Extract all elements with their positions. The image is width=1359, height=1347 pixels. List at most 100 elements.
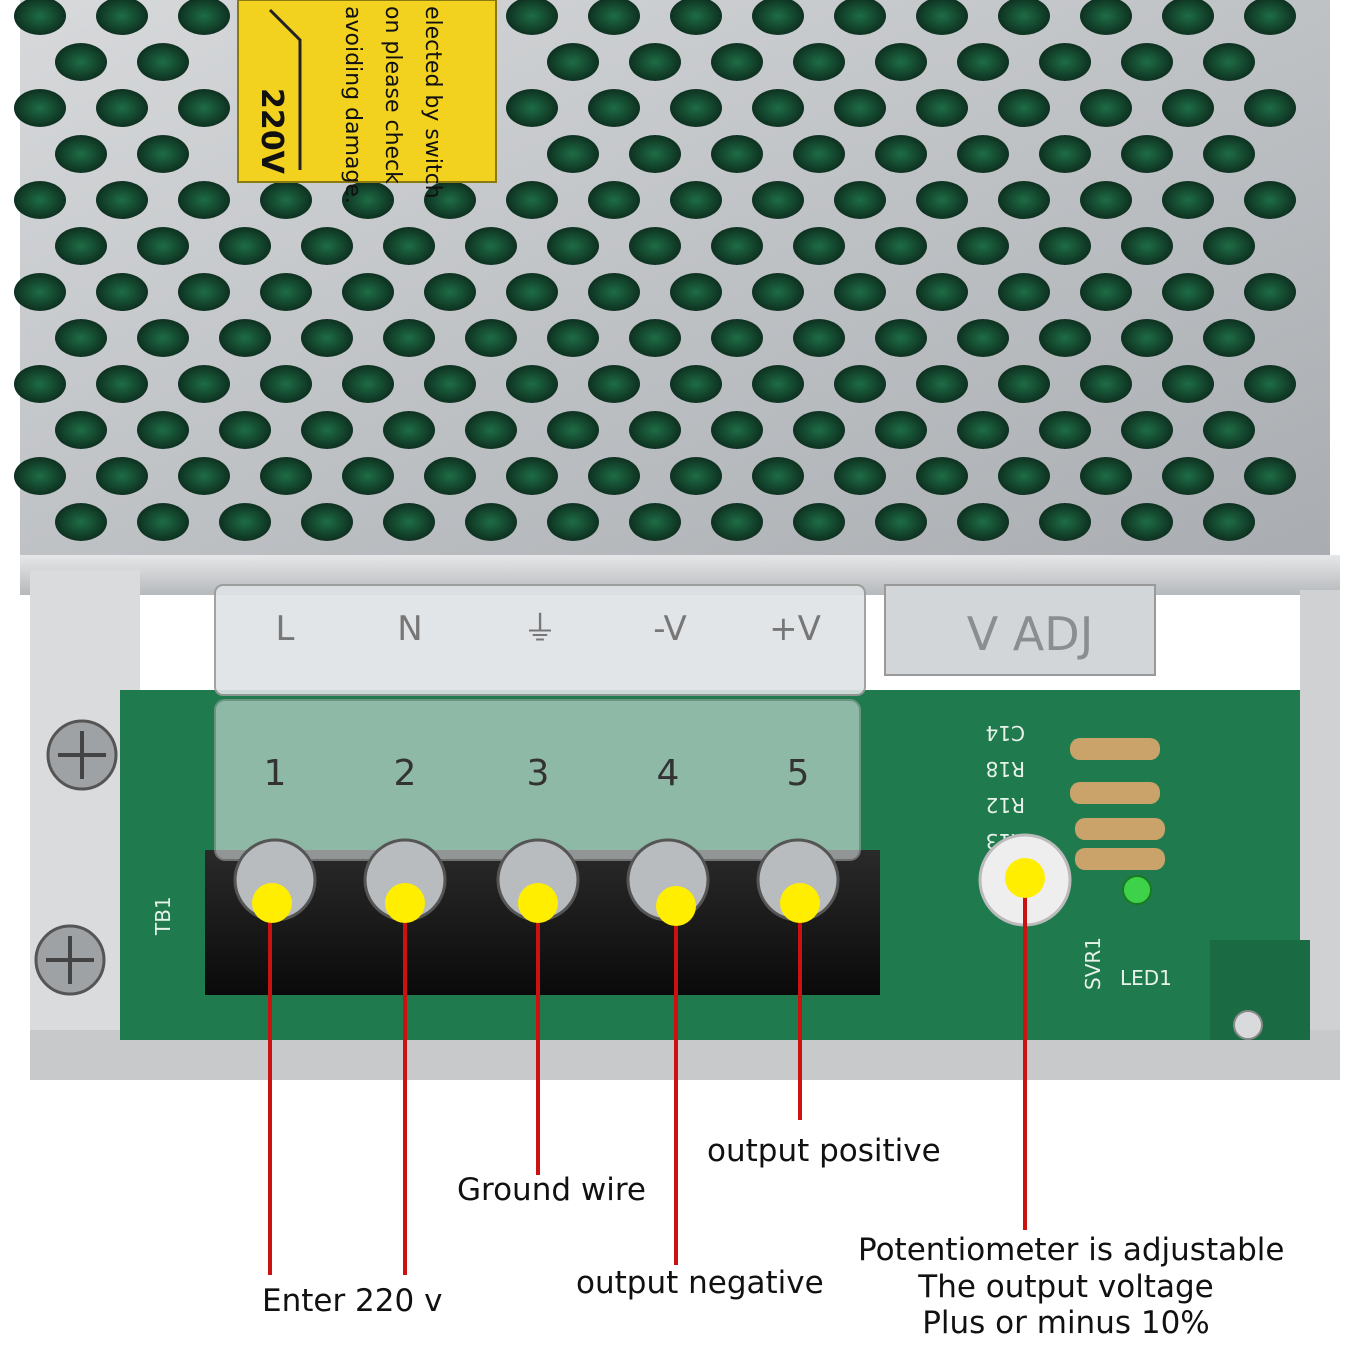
vent-hole [14, 89, 66, 127]
vent-hole [178, 273, 230, 311]
vent-hole [793, 135, 845, 173]
vent-hole [957, 319, 1009, 357]
vent-hole [96, 0, 148, 35]
vent-hole [1080, 273, 1132, 311]
vent-hole [1121, 411, 1173, 449]
sticker-line-3: avoiding damage. [340, 6, 365, 204]
vent-hole [137, 319, 189, 357]
vent-hole [383, 411, 435, 449]
vent-hole [588, 273, 640, 311]
vent-hole [260, 273, 312, 311]
vent-hole [1162, 457, 1214, 495]
vent-hole [588, 0, 640, 35]
vent-hole [711, 135, 763, 173]
vent-hole [629, 43, 681, 81]
vent-hole [55, 227, 107, 265]
vent-hole [506, 365, 558, 403]
vent-hole [875, 503, 927, 541]
terminal-number: 5 [787, 753, 810, 794]
vent-hole [1039, 135, 1091, 173]
vent-hole [957, 43, 1009, 81]
vent-hole [834, 273, 886, 311]
vent-hole [998, 273, 1050, 311]
marker-dot-potentiometer [1005, 858, 1045, 898]
vent-hole [424, 457, 476, 495]
vent-hole [342, 273, 394, 311]
vent-hole [1244, 273, 1296, 311]
terminal-number: 4 [657, 753, 680, 794]
vent-hole [547, 411, 599, 449]
vent-hole [506, 457, 558, 495]
vent-hole [629, 227, 681, 265]
vent-hole [998, 89, 1050, 127]
vent-hole [342, 365, 394, 403]
vent-hole [96, 365, 148, 403]
vent-hole [506, 89, 558, 127]
vent-hole [178, 365, 230, 403]
vent-hole [588, 365, 640, 403]
vent-hole [55, 503, 107, 541]
terminal-top-label: N [397, 609, 422, 649]
vent-hole [1203, 227, 1255, 265]
vent-hole [383, 503, 435, 541]
vent-hole [711, 319, 763, 357]
vent-hole [1203, 319, 1255, 357]
vent-hole [178, 457, 230, 495]
vent-hole [14, 181, 66, 219]
vent-hole [752, 457, 804, 495]
vent-hole [875, 43, 927, 81]
vent-hole [670, 365, 722, 403]
vent-hole [1039, 503, 1091, 541]
vent-hole [383, 227, 435, 265]
marker-dot-terminal-3 [518, 883, 558, 923]
marker-dot-terminal-4 [656, 886, 696, 926]
callout-potentiometer-line-1: Potentiometer is adjustable [858, 1232, 1285, 1268]
vent-hole [1203, 503, 1255, 541]
vent-hole [916, 89, 968, 127]
sticker-line-2: on please check [380, 6, 405, 184]
vent-hole [137, 227, 189, 265]
marker-dots [252, 858, 1045, 926]
vent-hole [1162, 273, 1214, 311]
vent-hole [957, 503, 1009, 541]
vent-hole [506, 0, 558, 35]
terminal-number: 1 [264, 753, 287, 794]
vent-hole [834, 365, 886, 403]
vent-hole [14, 273, 66, 311]
vent-hole [1162, 181, 1214, 219]
vent-hole [629, 135, 681, 173]
vent-hole [834, 89, 886, 127]
vent-hole [670, 181, 722, 219]
vent-hole [711, 503, 763, 541]
vent-hole [711, 43, 763, 81]
vent-hole [793, 411, 845, 449]
vent-hole [875, 319, 927, 357]
vent-hole [342, 457, 394, 495]
vent-hole [1080, 89, 1132, 127]
terminal-top-label: L [276, 609, 295, 649]
vent-hole [998, 457, 1050, 495]
silk-led1: LED1 [1120, 966, 1172, 990]
resistors [1070, 738, 1165, 870]
vent-hole [752, 0, 804, 35]
vent-hole [957, 411, 1009, 449]
sticker-voltage: 220V [254, 88, 289, 175]
vent-hole [1244, 457, 1296, 495]
terminal-top-label: -V [653, 609, 687, 649]
vent-hole [670, 457, 722, 495]
callout-output-positive: output positive [707, 1133, 941, 1169]
vent-hole [178, 181, 230, 219]
warning-sticker: 220V avoiding damage. on please check el… [237, 0, 497, 204]
silk-c14: C14 [986, 721, 1025, 745]
terminal-top-label: +V [769, 609, 821, 649]
vent-hole [629, 503, 681, 541]
ventilation-holes [14, 0, 1296, 541]
vent-hole [752, 273, 804, 311]
vent-hole [1203, 135, 1255, 173]
silk-r18: R18 [986, 757, 1025, 781]
vent-hole [301, 319, 353, 357]
vent-hole [96, 273, 148, 311]
silk-svr1: SVR1 [1081, 937, 1105, 990]
vent-hole [137, 411, 189, 449]
